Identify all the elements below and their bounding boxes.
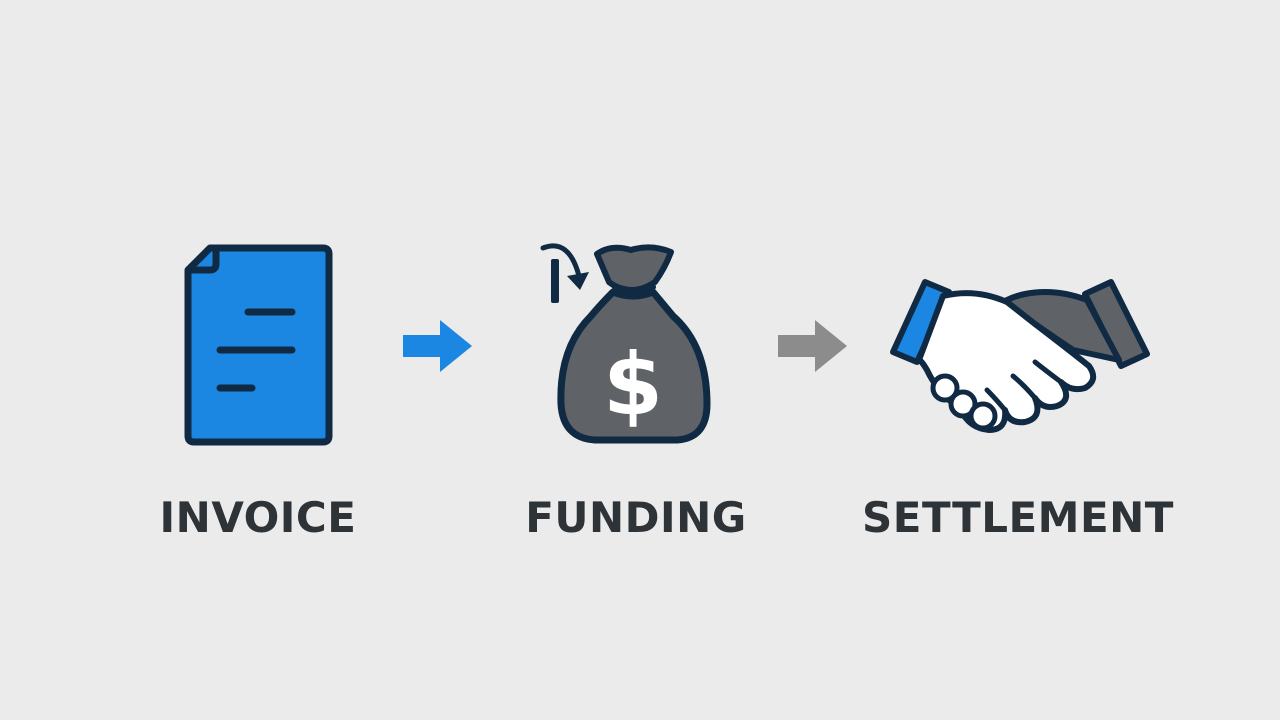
arrow-right-icon (400, 315, 476, 377)
step-label-funding: FUNDING (525, 493, 747, 542)
step-label-settlement: SETTLEMENT (862, 493, 1174, 542)
svg-text:$: $ (603, 335, 663, 435)
arrow-right-icon (775, 315, 851, 377)
handshake-icon (885, 270, 1155, 450)
money-bag-icon: $ (535, 232, 720, 452)
invoice-document-icon (180, 240, 340, 450)
step-label-invoice: INVOICE (159, 493, 357, 542)
